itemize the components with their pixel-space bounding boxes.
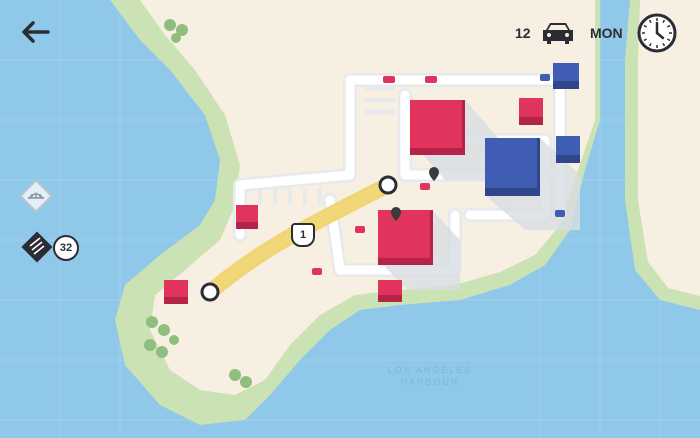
east-land-sand <box>638 0 700 296</box>
red-building-large-south <box>378 210 433 265</box>
highway-marker[interactable]: 1 <box>291 223 315 247</box>
traffic-circle[interactable] <box>200 175 398 302</box>
region-label-line2: HARBOUR <box>400 377 460 387</box>
clock-icon[interactable] <box>636 12 678 54</box>
parking-stripes <box>258 86 395 205</box>
pin-icon <box>391 167 439 221</box>
cars <box>312 74 565 275</box>
region-label: LOS ANGELES HARBOUR <box>370 364 490 388</box>
road-tiles-count: 32 <box>59 242 73 254</box>
car-icon <box>543 23 573 44</box>
blue-building-large <box>485 138 540 196</box>
blue-houses <box>553 63 580 163</box>
road-tiles-count-badge: 32 <box>53 235 79 261</box>
selected-route[interactable] <box>202 177 396 300</box>
road-tiles-icon[interactable] <box>18 228 56 266</box>
day-label: MON <box>590 25 623 41</box>
highway-marker-number: 1 <box>299 229 307 241</box>
red-houses <box>164 98 543 304</box>
car-count: 12 <box>515 25 531 41</box>
bridge-icon[interactable] <box>18 178 54 214</box>
trees <box>144 19 252 388</box>
red-building-large-north <box>410 100 465 155</box>
back-arrow-icon <box>22 21 50 43</box>
region-label-line1: LOS ANGELES <box>387 365 473 375</box>
back-button[interactable] <box>18 18 52 46</box>
